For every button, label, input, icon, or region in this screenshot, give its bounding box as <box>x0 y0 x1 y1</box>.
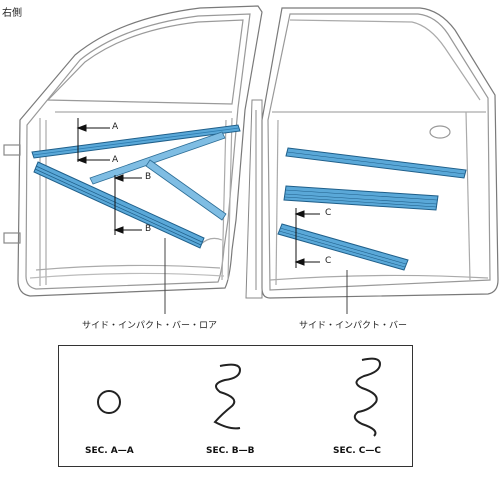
marker-c-top: C <box>325 208 332 218</box>
rear-lower-bar <box>277 223 409 271</box>
marker-a-top: A <box>112 122 119 132</box>
marker-b-bottom: B <box>145 224 152 234</box>
rear-middle-bar <box>283 185 439 211</box>
section-a-drawing <box>97 390 121 414</box>
section-c-label: SEC. C—C <box>333 446 381 456</box>
section-c-drawing <box>353 357 382 437</box>
b-pillar <box>245 99 263 299</box>
marker-a-bottom: A <box>112 155 119 165</box>
section-a-label: SEC. A—A <box>85 446 134 456</box>
callout-front-bar: サイド・インパクト・バー・ロア <box>82 321 218 331</box>
front-lower-bar <box>33 161 205 249</box>
section-lines-rear <box>294 208 348 314</box>
section-legend-box <box>58 345 413 467</box>
callout-rear-bar: サイド・インパクト・バー <box>299 321 408 331</box>
rear-door <box>261 7 499 299</box>
front-door <box>3 5 263 297</box>
front-upper-bar <box>31 124 241 159</box>
section-b-label: SEC. B—B <box>206 446 255 456</box>
front-cross-bar <box>89 131 227 221</box>
rear-upper-bar <box>285 147 467 179</box>
section-lines-front <box>76 118 166 314</box>
marker-b-top: B <box>145 172 152 182</box>
marker-c-bottom: C <box>325 256 332 266</box>
section-b-drawing <box>213 363 242 430</box>
side-label: 右側 <box>2 8 22 19</box>
